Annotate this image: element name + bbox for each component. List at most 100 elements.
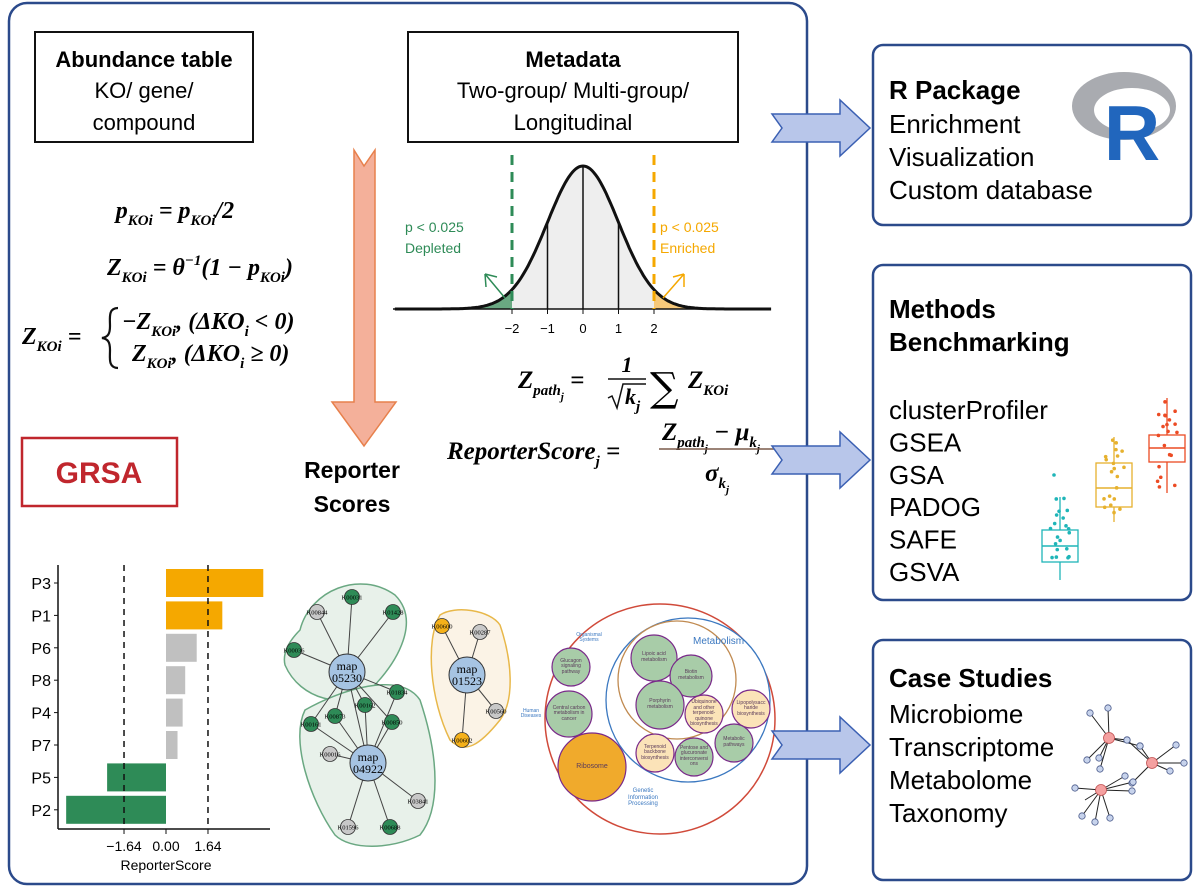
svg-text:R: R <box>1104 89 1160 177</box>
pathway-circle-label: Central carbon metabolism in cancer <box>552 704 586 722</box>
ko-node-label: K01834 <box>387 690 409 697</box>
reporter-scores-label-line1: Reporter <box>304 457 400 483</box>
category-label: P8 <box>31 673 51 690</box>
boxplot-point <box>1157 464 1161 469</box>
boxplot-point <box>1066 555 1070 560</box>
ko-node-label: K00162 <box>355 703 376 710</box>
ko-node-label: K00873 <box>325 714 346 721</box>
ko-node-label: K00036 <box>284 648 306 655</box>
boxplot <box>1148 398 1186 493</box>
formula-brace-icon <box>101 306 119 370</box>
r-package-item: Enrichment <box>889 109 1021 139</box>
formula-part: Z <box>131 341 147 367</box>
enriched-label: Enriched <box>660 240 715 256</box>
depleted-label: Depleted <box>405 240 461 256</box>
ko-node: K00850 <box>382 714 402 730</box>
boxplot-point <box>1118 507 1122 511</box>
pathway-circle <box>545 690 593 738</box>
grsa-text: GRSA <box>56 457 143 490</box>
ko-node-label: K00016 <box>320 752 342 759</box>
boxplot-point <box>1175 430 1179 435</box>
case-study-item: Metabolome <box>889 765 1032 795</box>
boxplot-point <box>1120 449 1124 453</box>
case-study-item: Transcriptome <box>889 732 1054 762</box>
bar-P5 <box>107 763 166 792</box>
hub-label: 05230 <box>332 671 362 685</box>
pathway-circle-label-box: Lipoic acid metabolism <box>641 652 667 663</box>
curve-tick-label: 2 <box>650 321 657 336</box>
boxplot-point <box>1162 443 1167 448</box>
pathway-circle-label: Terpenoid backbone biosynthesis <box>641 743 669 761</box>
pathway-circle-label-box: Metabolic pathways <box>723 737 744 748</box>
curve-tick-label: 0 <box>579 321 586 336</box>
pathway-circle <box>635 733 675 773</box>
ko-node-label: K00560 <box>486 709 507 716</box>
formula-z-path: Zpathj = 1 kj ∑ ZKOi <box>517 352 729 415</box>
boxplot-point <box>1104 457 1109 462</box>
formula-part: KOi <box>127 213 154 229</box>
pathway-circle <box>714 723 754 763</box>
formula-part: k <box>625 384 636 409</box>
boxplot-point <box>1055 547 1060 552</box>
ko-node: K00162 <box>355 697 376 713</box>
boxplot-point <box>1054 555 1059 559</box>
svg-text:kj: kj <box>625 384 641 415</box>
pathway-circle-label: Ribosome <box>576 763 608 771</box>
formula-part: , (ΔKO <box>171 341 240 367</box>
boxplot-point <box>1163 400 1167 404</box>
formula-part: KOi <box>259 270 286 286</box>
formula-part: p <box>114 198 128 224</box>
formula-part: Z <box>517 367 533 394</box>
formula-part: path <box>531 383 561 399</box>
ko-node-label: K00602 <box>452 738 473 745</box>
pathway-circle-label: Lipopolysaccharide biosynthesis <box>736 699 766 717</box>
formula-part: i <box>245 324 250 340</box>
pathway-circle-label-box: Ubiquinone and other terpenoid-quinone b… <box>690 699 718 728</box>
sum-symbol: ∑ <box>650 365 679 411</box>
leaf-node <box>1128 787 1136 795</box>
x-tick-label: 1.64 <box>194 838 221 854</box>
bar-P8 <box>166 666 186 695</box>
depleted-p-label: p < 0.025 <box>405 219 464 235</box>
ko-node: K00161 <box>301 716 321 732</box>
boxplot-point <box>1114 447 1118 452</box>
boxplot-point <box>1110 438 1115 443</box>
ko-node-label: K01428 <box>383 610 404 617</box>
formula-part: /2 <box>214 198 235 224</box>
boxplot-point <box>1111 461 1116 466</box>
formula-part: path <box>675 435 705 451</box>
boxplot-point <box>1102 497 1106 501</box>
x-tick-label: −1.64 <box>106 838 142 854</box>
formula-part: k <box>718 476 726 492</box>
svg-text:Zpathj =: Zpathj = <box>517 367 584 403</box>
ko-node-label: K03841 <box>408 799 429 806</box>
ko-node-label: K00287 <box>470 630 492 637</box>
formula-part: = <box>564 367 585 394</box>
boxplot-point <box>1064 524 1068 528</box>
svg-text:ZKOi: ZKOi <box>687 367 729 399</box>
r-package-item: Custom database <box>889 175 1093 205</box>
pathway-circle-label: Ubiquinone and other terpenoid-quinone b… <box>690 699 718 728</box>
case-study-item: Microbiome <box>889 699 1023 729</box>
x-axis-label: ReporterScore <box>120 857 211 873</box>
abundance-table-box: Abundance table KO/ gene/ compound <box>34 31 254 143</box>
metabolism-label: Metabolism <box>693 636 744 647</box>
formula-part: KOi <box>121 270 148 286</box>
boxplot-point <box>1112 510 1116 515</box>
curve-tick-label: −1 <box>540 321 555 336</box>
pathway-circle-label-box: Glucagon signaling pathway <box>560 658 581 675</box>
boxplot-point <box>1173 409 1177 414</box>
r-package-title: R Package <box>889 75 1021 105</box>
pathway-circles <box>545 634 771 802</box>
boxplot-point <box>1155 479 1160 484</box>
pathway-circle <box>669 654 713 698</box>
abundance-line2: compound <box>93 110 196 135</box>
boxplot-point <box>1103 454 1108 459</box>
bar-P6 <box>166 633 197 662</box>
pathway-circle-label: Biotin metabolism <box>678 669 704 681</box>
ko-node: K00287 <box>470 624 492 640</box>
boxplot-point <box>1122 465 1126 470</box>
formula-part: < 0) <box>249 309 295 335</box>
